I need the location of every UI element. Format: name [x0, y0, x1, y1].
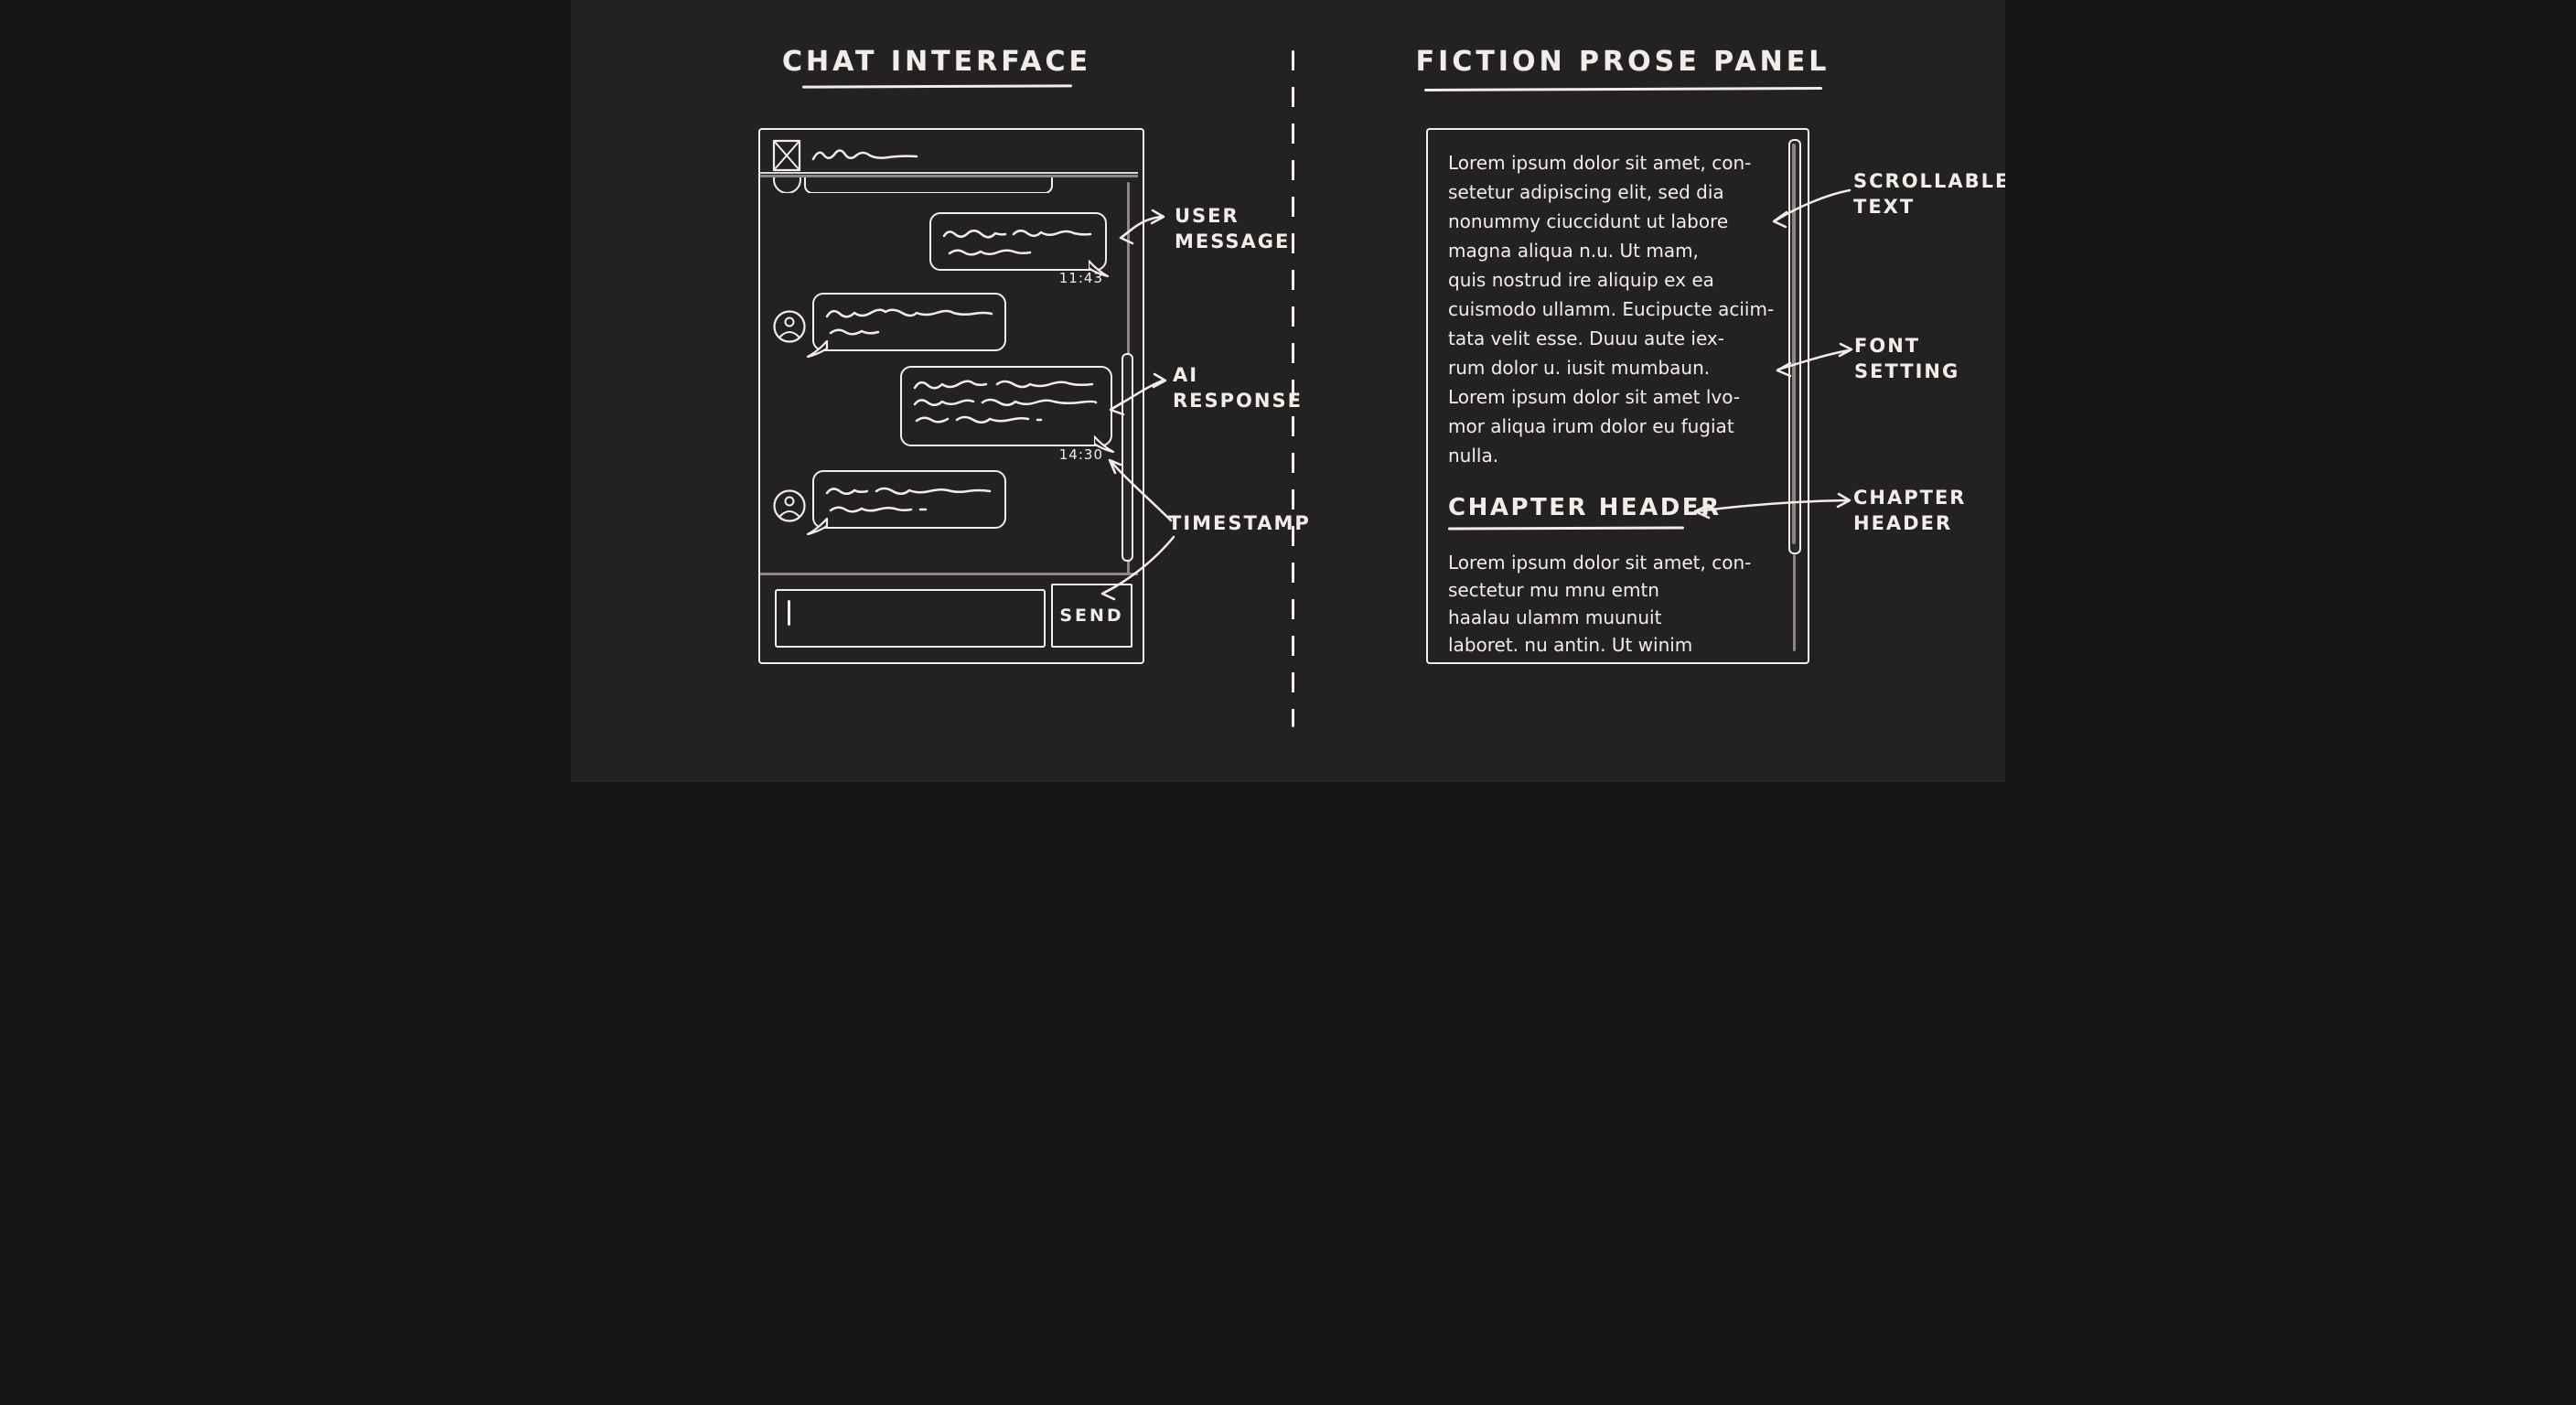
user-avatar-icon	[773, 177, 801, 193]
prose-line: rum dolor u. iusit mumbaun.	[1448, 357, 1711, 379]
user-message-annotation: USER MESSAGE	[1175, 205, 1291, 252]
prose-line: haalau ulamm muunuit	[1448, 606, 1662, 628]
chapter-header-text: CHAPTER HEADER	[1448, 494, 1722, 521]
prose-line: setetur adipiscing elit, sed dia	[1448, 181, 1724, 203]
chat-header-divider	[760, 172, 1138, 174]
message-text-squiggle	[942, 230, 1092, 256]
user-message-timestamp: 11:43	[1058, 270, 1103, 286]
left-panel-title: CHAT INTERFACE	[781, 46, 1092, 78]
prose-line: sectetur mu mnu emtn	[1448, 579, 1659, 601]
prose-line: tata velit esse. Duuu aute iex-	[1448, 327, 1724, 349]
ai-response-timestamp: 14:30	[1058, 446, 1103, 463]
prose-line: Lorem ipsum dolor sit amet, con-	[1448, 552, 1752, 574]
chat-title-squiggle	[811, 149, 918, 161]
right-title-underline	[1423, 87, 1823, 91]
ai-message-bubble	[806, 293, 1006, 359]
message-text-squiggle	[825, 308, 993, 336]
user-message-bubble	[929, 212, 1110, 278]
prose-panel: Lorem ipsum dolor sit amet, con- setetur…	[1426, 128, 1809, 664]
bubble-tail	[806, 340, 829, 359]
chapter-header-annotation: CHAPTER HEADER	[1853, 487, 1967, 534]
scrollable-text-annotation: SCROLLABLE TEXT	[1853, 170, 2005, 218]
chapter-header-underline	[1447, 526, 1685, 531]
text-cursor	[788, 600, 790, 626]
chat-window: 11:43 14:30	[758, 128, 1144, 664]
message-input[interactable]	[775, 589, 1046, 648]
ai-response-bubble	[900, 366, 1115, 454]
section-divider	[1292, 50, 1294, 727]
message-text-squiggle	[825, 487, 992, 513]
send-button[interactable]: SEND	[1051, 584, 1132, 648]
input-area-divider	[760, 573, 1138, 575]
font-setting-annotation: FONT SETTING	[1854, 335, 1960, 382]
right-panel-title: FICTION PROSE PANEL	[1415, 46, 1830, 78]
prose-line: mor aliqua irum dolor eu fugiat	[1448, 415, 1734, 437]
image-placeholder-icon	[772, 139, 801, 172]
prose-line: laboret. nu antin. Ut winim	[1448, 634, 1693, 656]
prose-line: magna aliqua n.u. Ut mam,	[1448, 240, 1699, 262]
bubble-tail	[806, 518, 829, 536]
user-avatar-icon	[773, 489, 806, 522]
prose-line: Lorem ipsum dolor sit amet, con-	[1448, 152, 1752, 174]
bubble-tail	[1094, 435, 1115, 454]
prose-line: Lorem ipsum dolor sit amet lvo-	[1448, 386, 1741, 408]
ai-message-bubble	[806, 470, 1006, 536]
wireframe-canvas: CHAT INTERFACE FICTION PROSE PANEL	[571, 0, 2005, 782]
ai-response-annotation: AI RESPONSE	[1173, 364, 1303, 412]
prose-line: nonummy ciuccidunt ut labore	[1448, 210, 1729, 232]
left-title-underline	[801, 84, 1073, 89]
user-avatar-icon	[773, 310, 806, 343]
chat-scroll-edge	[760, 175, 1138, 177]
prose-line: cuismodo ullamm. Eucipucte aciim-	[1448, 298, 1775, 320]
prose-text-block: Lorem ipsum dolor sit amet, con- setetur…	[1448, 148, 1774, 470]
prose-scrollbar-track[interactable]	[1793, 554, 1796, 651]
prose-line: quis nostrud ire aliquip ex ea	[1448, 269, 1714, 291]
prose-line: nulla.	[1448, 445, 1499, 467]
bubble-tail	[1089, 260, 1110, 278]
prose-scrollbar-thumb[interactable]	[1788, 139, 1801, 554]
prose-text-block-2: Lorem ipsum dolor sit amet, con- sectetu…	[1448, 549, 1751, 659]
clipped-message	[762, 177, 1128, 193]
clipped-bubble	[804, 177, 1053, 193]
chat-scrollbar-thumb[interactable]	[1122, 353, 1133, 562]
timestamp-annotation: TIMESTAMP	[1168, 512, 1311, 534]
message-text-squiggle	[913, 380, 1098, 424]
